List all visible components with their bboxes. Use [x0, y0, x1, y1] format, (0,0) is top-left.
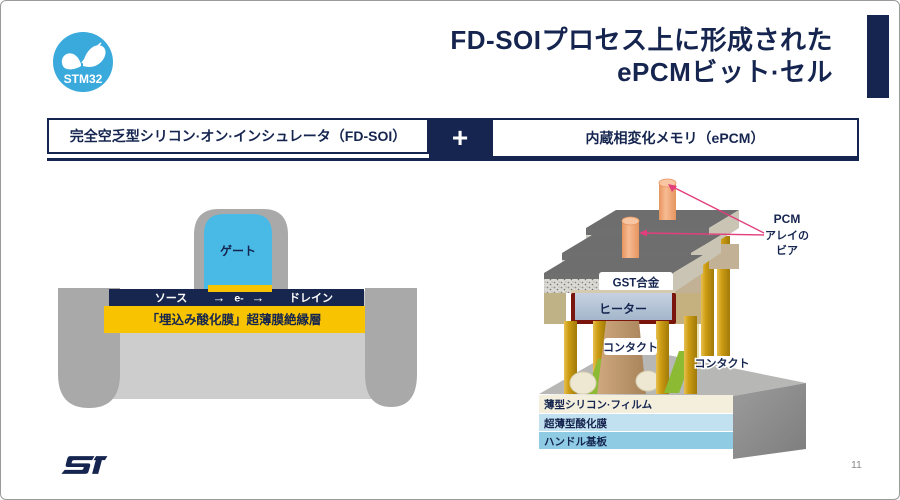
source-label: ソース [155, 293, 187, 305]
layer-silicon-film [539, 395, 733, 413]
contact-front-label: コンタクト [603, 341, 658, 354]
contact-pillar-rear [701, 251, 714, 356]
st-logo-s [61, 456, 95, 474]
wafer-side-face [733, 383, 806, 459]
layer-handle-substrate [539, 432, 733, 449]
buried-oxide-label: 「埋込み酸化膜」超薄膜絶縁層 [146, 312, 321, 327]
slide-title: FD-SOIプロセス上に形成された ePCMビット·セル [450, 24, 833, 88]
contact-pillar-front [684, 316, 697, 394]
heater-body [575, 293, 672, 320]
formula-bar: 完全空乏型シリコン·オン·インシュレータ（FD-SOI） + 内蔵相変化メモリ（… [47, 118, 859, 161]
plus-box: + [429, 118, 491, 158]
butterfly-icon-right-wing [83, 45, 106, 67]
slide-title-line1: FD-SOIプロセス上に形成された [450, 25, 833, 55]
heater-side-block-left [544, 293, 566, 324]
pcm-slab-cap [586, 228, 709, 235]
sti-column-right [365, 288, 417, 407]
page-number: 11 [851, 459, 862, 471]
layer-bottom-white [539, 450, 733, 459]
via-pointer-arrowhead-icon [668, 184, 677, 192]
via-pointer-line [672, 186, 765, 234]
contact-right-label: コンタクト [695, 357, 750, 370]
stm32-logo-label: STM32 [64, 72, 103, 86]
electron-arrow-right-icon: → [252, 290, 265, 305]
layer-thin-oxide [539, 414, 733, 431]
cream-blob [569, 371, 597, 395]
layer-silicon-film-label: 薄型シリコン·フィルム [544, 398, 653, 411]
stm32-logo-icon: STM32 [53, 32, 113, 92]
fdsoi-label-box: 完全空乏型シリコン·オン·インシュレータ（FD-SOI） [47, 118, 429, 154]
pcm-via-label-line1: PCM [774, 212, 801, 226]
via-pointer-line [643, 232, 765, 236]
butterfly-icon [61, 53, 81, 70]
fdsoi-diagram: ゲート ソース ドレイン → e- → 「埋込み酸化膜」超薄膜絶縁層 [58, 209, 417, 408]
slide-title-line2: ePCMビット·セル [617, 57, 833, 87]
layer-handle-substrate-label: ハンドル基板 [544, 435, 607, 448]
contact-pillar-front [656, 321, 669, 394]
pcm-slab-top [562, 235, 721, 253]
pcm-via-label-line2: アレイの [765, 229, 809, 242]
pcm-slab-top [544, 255, 703, 273]
heater-label: ヒーター [599, 302, 647, 316]
via-pointer-arrowhead-icon [639, 229, 647, 237]
contact-front-label-box [604, 338, 657, 355]
gate-electrode [204, 214, 272, 289]
butterfly-antenna [81, 42, 102, 64]
pcm-via-cylinder [659, 183, 676, 220]
gate-oxide-strip [208, 285, 272, 292]
title-accent-bar [867, 15, 889, 98]
gst-label: GST合金 [613, 276, 660, 290]
pcm-via-label-line3: ビア [776, 243, 798, 257]
pcm-via-cylinder-top [621, 216, 640, 226]
gst-label-box [599, 272, 673, 292]
epcm-label-box: 内蔵相変化メモリ（ePCM） [491, 118, 859, 158]
buried-oxide-layer [104, 306, 365, 333]
pcm-via-cylinder [622, 221, 639, 258]
formula-bar-underline [47, 158, 859, 161]
source-drain-bar [109, 289, 364, 306]
st-logo-t [92, 456, 108, 474]
st-logo-icon [61, 456, 108, 474]
gate-label: ゲート [220, 243, 256, 258]
electron-label: e- [234, 293, 244, 305]
pcm-slab-side [673, 255, 703, 293]
electron-arrow-left-icon: → [213, 290, 226, 305]
layer-thin-oxide-label: 超薄型酸化膜 [543, 417, 607, 430]
drain-label: ドレイン [289, 292, 333, 305]
epcm-diagram: GST合金 ヒーター 薄型シリコン·フィルム 超薄型酸化膜 ハンドル基板 [539, 178, 809, 459]
heater-tan-strip [571, 290, 675, 295]
